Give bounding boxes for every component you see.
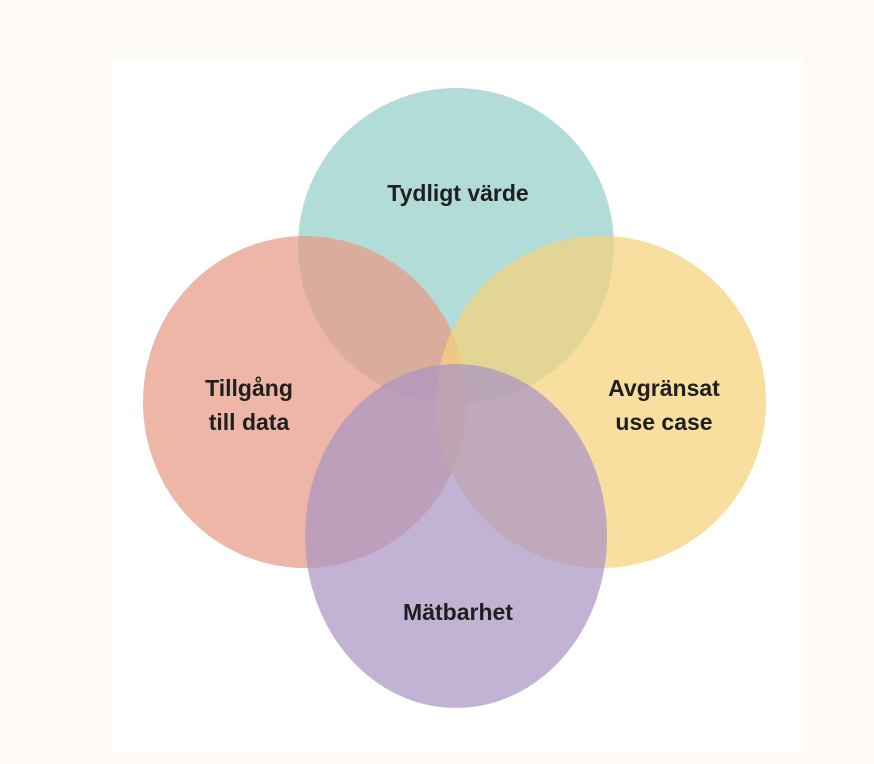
- label-line: Mätbarhet: [403, 599, 513, 625]
- label-matbarhet: Mätbarhet: [403, 595, 513, 629]
- label-line: Tydligt värde: [387, 180, 529, 206]
- circle-bottom: [305, 364, 607, 708]
- label-line: till data: [208, 409, 290, 435]
- label-line: use case: [615, 409, 713, 435]
- label-line: Tillgång: [205, 375, 293, 401]
- label-tillgang-till-data: Tillgång till data: [205, 371, 293, 439]
- label-avgransat-use-case: Avgränsat use case: [608, 371, 720, 439]
- label-line: Avgränsat: [608, 375, 720, 401]
- label-tydligt-varde: Tydligt värde: [387, 176, 528, 210]
